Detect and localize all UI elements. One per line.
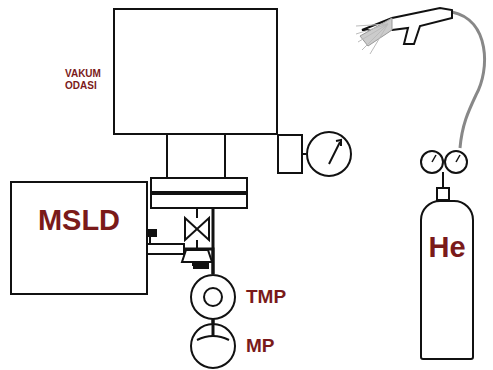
spray-gun (356, 8, 452, 54)
regulator-gauge (421, 151, 443, 173)
gauge-needle (329, 142, 340, 164)
mechanical-pump: MP (190, 323, 236, 369)
turbo-pump: TMP (190, 274, 236, 320)
tee-fitting (182, 250, 212, 262)
helium-cylinder: He (420, 200, 474, 360)
cylinder-valve (437, 188, 449, 200)
flange (151, 194, 247, 208)
node-label: MSLD (12, 205, 146, 237)
flange (151, 178, 247, 192)
side-port (278, 135, 302, 173)
pump-vane (197, 336, 229, 340)
vacuum-chamber: VAKUM ODASI (113, 8, 278, 135)
helium-hose (452, 12, 485, 148)
gauge-needle (336, 140, 341, 146)
regulator-needle (456, 155, 460, 162)
msld-box: MSLD (10, 181, 148, 295)
vacuum-gauge (307, 132, 351, 176)
pipe (302, 153, 306, 155)
gate-valve (185, 218, 209, 240)
regulator-needle (432, 155, 436, 162)
node-label: MP (246, 336, 275, 357)
regulator-gauge (445, 151, 467, 173)
node-label: He (422, 232, 472, 264)
node-label: TMP (246, 287, 286, 308)
chamber-neck (167, 134, 225, 178)
regulator-stem (442, 172, 444, 188)
node-label: VAKUM ODASI (65, 68, 111, 92)
pipe (196, 208, 198, 218)
valve-stem (149, 236, 151, 244)
pump-neck (212, 318, 215, 336)
pipe (196, 240, 198, 250)
valve-handle (194, 262, 208, 268)
turbo-rotor (204, 288, 222, 306)
